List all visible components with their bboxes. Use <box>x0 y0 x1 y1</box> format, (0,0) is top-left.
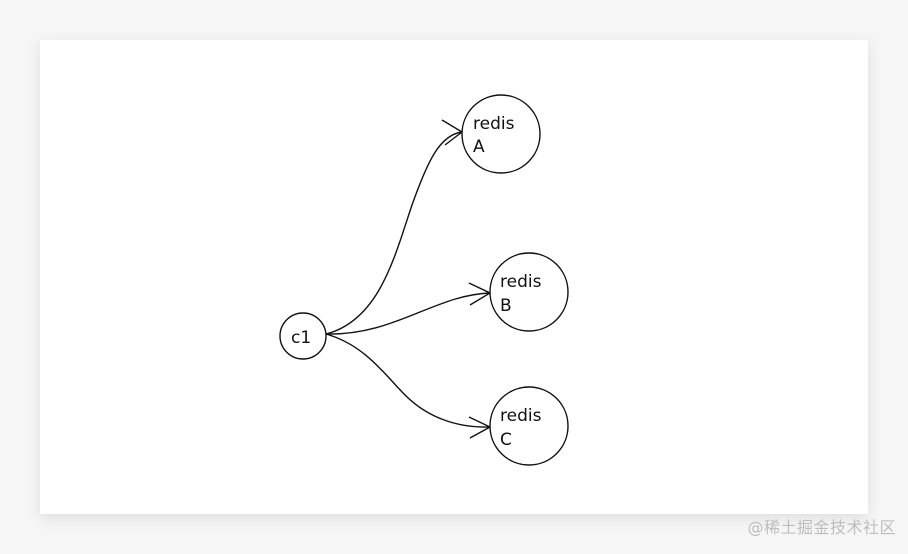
node-redis-b-circle <box>489 252 569 332</box>
node-c1: c1 <box>279 312 327 360</box>
node-redis-c-circle <box>489 386 569 466</box>
diagram-canvas <box>40 40 868 514</box>
edge-c1-redis-a <box>325 131 463 335</box>
node-redis-c: redis C <box>489 386 569 466</box>
node-c1-label: c1 <box>291 328 311 348</box>
watermark-text: @稀土掘金技术社区 <box>747 518 896 537</box>
edge-c1-redis-b <box>325 292 491 335</box>
node-redis-a: redis A <box>461 94 541 174</box>
node-c1-circle <box>279 312 327 360</box>
node-redis-b-label-line2: B <box>500 296 512 316</box>
node-redis-a-label-line1: redis <box>473 114 515 134</box>
node-redis-c-label-line2: C <box>500 430 512 450</box>
node-redis-c-label-line1: redis <box>500 406 542 426</box>
node-redis-a-label-line2: A <box>473 137 485 157</box>
edge-c1-redis-c <box>325 333 491 428</box>
node-redis-a-circle <box>461 94 541 174</box>
node-redis-b: redis B <box>489 252 569 332</box>
node-redis-b-label-line1: redis <box>500 272 542 292</box>
